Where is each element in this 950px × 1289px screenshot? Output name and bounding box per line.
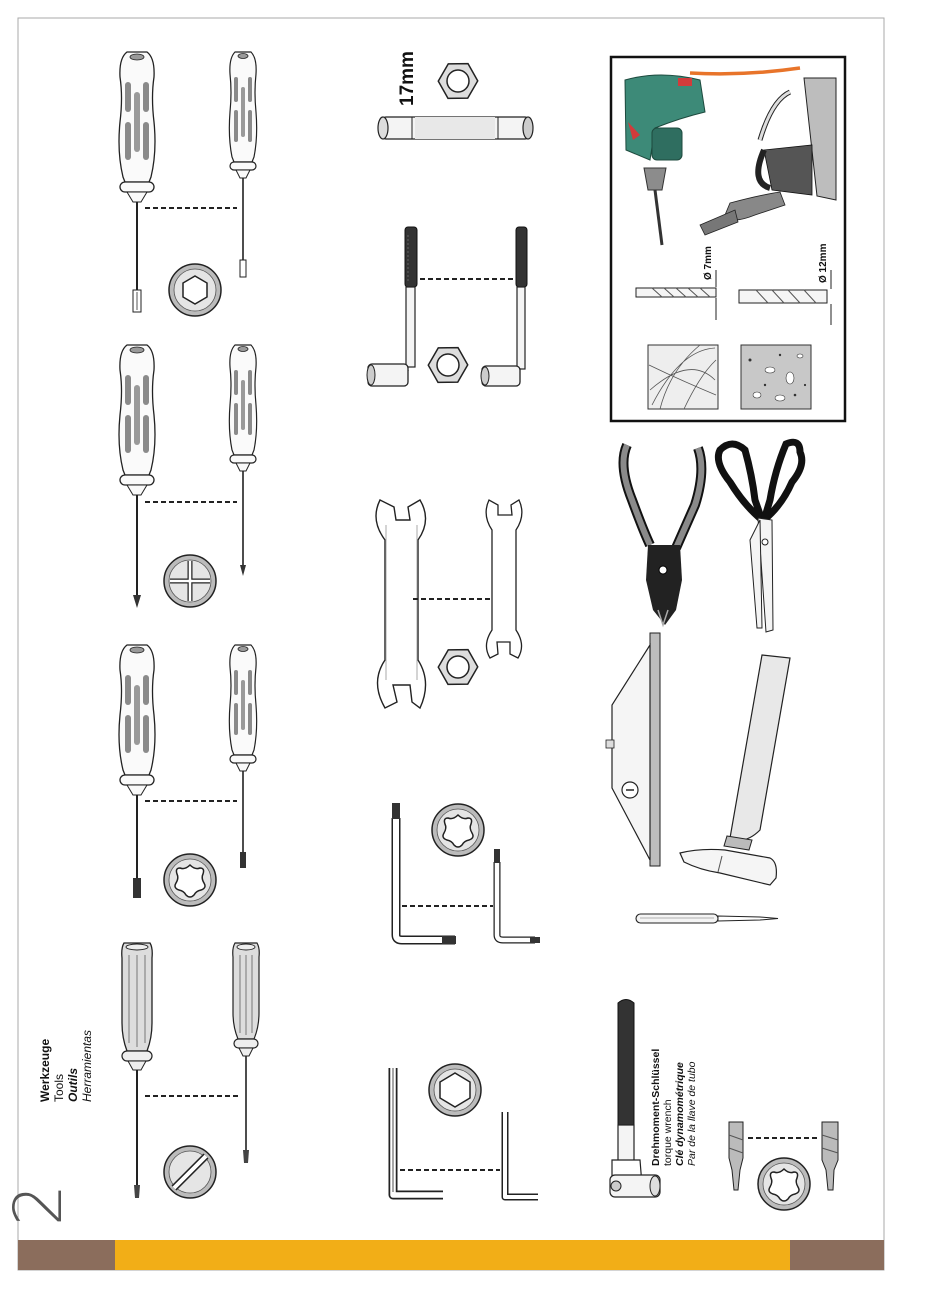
footer-band-right: [790, 1240, 884, 1270]
offset-socket-wrench-icon: [367, 227, 527, 391]
torque-fr: Clé dynamométrique: [674, 1049, 686, 1166]
page-title: Werkzeuge Tools Outils Herramientas: [38, 1030, 94, 1102]
pliers-icon: [623, 445, 701, 625]
spirit-level-icon: [606, 633, 660, 866]
hex-key-icon: [393, 1064, 538, 1197]
title-de: Werkzeuge: [38, 1030, 52, 1102]
torque-en: torque wrench: [662, 1049, 674, 1166]
scissors-icon: [718, 442, 801, 632]
phillips-screwdriver-icon: [119, 345, 257, 608]
title-fr: Outils: [66, 1030, 80, 1102]
torque-de: Drehmoment-Schlüssel: [650, 1049, 662, 1166]
awl-icon: [636, 914, 778, 923]
torque-es: Par de la llave de tubo: [686, 1049, 698, 1166]
torx-key-icon: [392, 803, 540, 944]
page-number: 2: [0, 1184, 77, 1226]
socket-size-label: 17mm: [397, 51, 419, 106]
footer-band-left: [18, 1240, 115, 1270]
open-end-wrench-icon: [376, 500, 522, 708]
title-es: Herramientas: [80, 1030, 94, 1102]
torx-screwdriver-icon: [119, 645, 257, 906]
drill-small-diameter: Ø 7mm: [703, 246, 714, 280]
drill-large-diameter: Ø 12mm: [818, 244, 829, 283]
hammer-icon: [680, 655, 790, 885]
flathead-screwdriver-icon: [122, 943, 260, 1198]
footer-band-center: [115, 1240, 790, 1270]
hex-screwdriver-icon: [119, 52, 257, 316]
drill-bit-icon: [611, 57, 845, 421]
torx-bit-icon: [729, 1122, 838, 1210]
torque-wrench-caption: Drehmoment-Schlüssel torque wrench Clé d…: [650, 1049, 698, 1166]
title-en: Tools: [52, 1030, 66, 1102]
